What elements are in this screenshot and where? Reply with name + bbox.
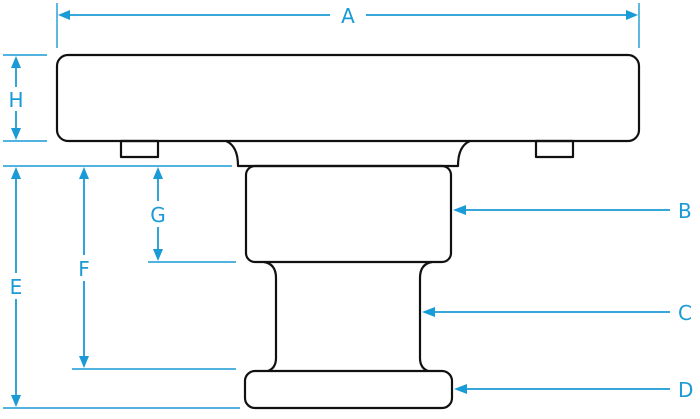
dimension-e: E bbox=[3, 165, 240, 409]
arrowhead bbox=[11, 56, 21, 68]
dimension-label-c: C bbox=[678, 301, 692, 325]
arrowhead bbox=[58, 10, 70, 20]
part-outline bbox=[55, 53, 641, 410]
arrowhead bbox=[626, 10, 638, 20]
shaft bbox=[263, 260, 433, 373]
dimension-h: H bbox=[3, 54, 47, 142]
arrowhead bbox=[11, 167, 21, 179]
leader-c: C bbox=[422, 301, 692, 325]
arrowhead bbox=[422, 307, 435, 317]
arrowhead bbox=[11, 395, 21, 407]
arrowhead bbox=[11, 128, 21, 140]
right-foot bbox=[534, 139, 575, 159]
dimension-label-h: H bbox=[8, 88, 23, 112]
dimension-label-d: D bbox=[678, 378, 693, 402]
dimension-label-a: A bbox=[341, 4, 355, 28]
neck-fillet bbox=[225, 139, 471, 168]
dimension-g: G bbox=[146, 167, 236, 263]
flange-plate bbox=[55, 53, 641, 143]
arrowhead bbox=[453, 205, 466, 215]
dimension-f: F bbox=[72, 167, 236, 370]
dimension-a: A bbox=[56, 2, 640, 48]
dimension-label-b: B bbox=[678, 199, 692, 223]
arrowhead bbox=[153, 249, 163, 261]
left-foot bbox=[119, 139, 160, 159]
arrowhead bbox=[79, 356, 89, 368]
base-disc bbox=[243, 369, 454, 410]
dimension-label-g: G bbox=[150, 203, 166, 227]
dimension-label-e: E bbox=[10, 275, 23, 299]
arrowhead bbox=[454, 384, 467, 394]
arrowhead bbox=[79, 167, 89, 179]
upper-body bbox=[244, 164, 453, 264]
leader-b: B bbox=[453, 199, 692, 223]
leader-d: D bbox=[454, 378, 693, 402]
dimension-label-f: F bbox=[78, 257, 90, 281]
arrowhead bbox=[153, 167, 163, 179]
